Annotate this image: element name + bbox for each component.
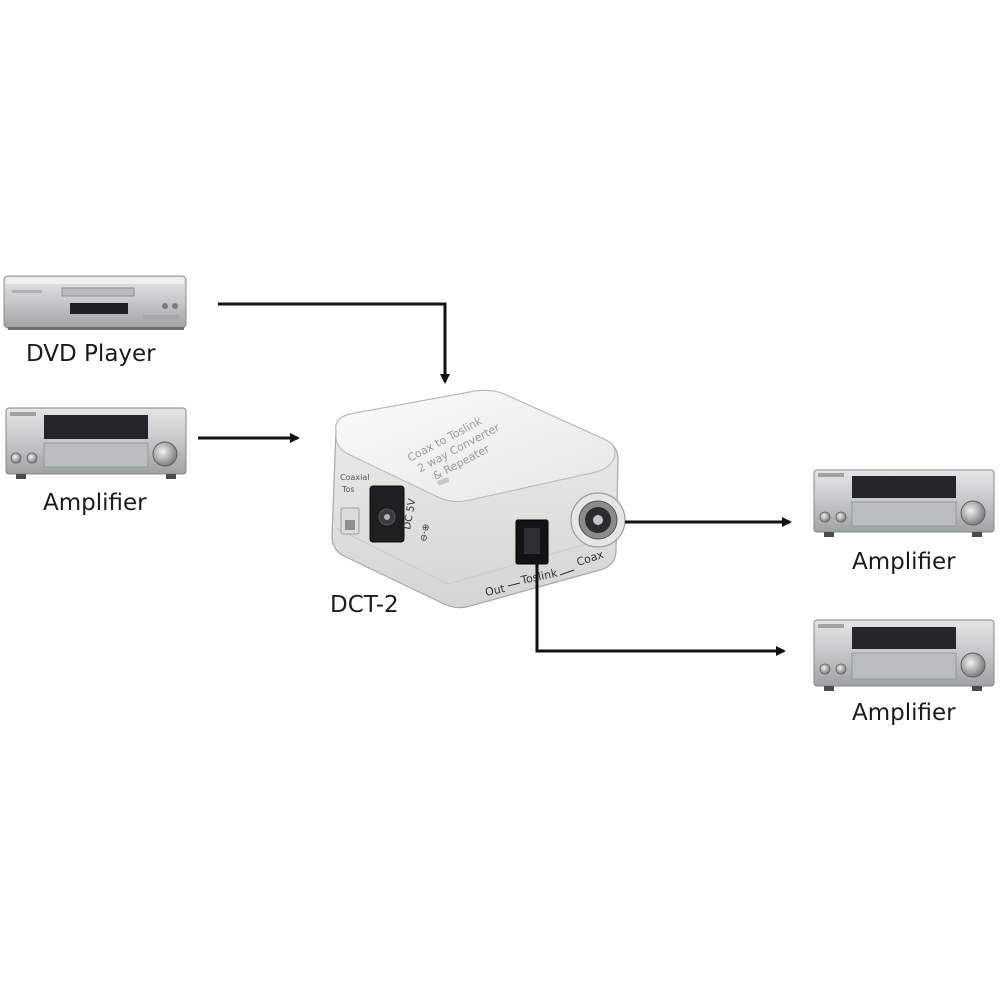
amplifier-source-label: Amplifier — [43, 490, 147, 516]
svg-text:⊖·⊕: ⊖·⊕ — [419, 523, 432, 542]
amplifier-icon — [5, 407, 187, 479]
amplifier-out-2-label: Amplifier — [852, 700, 956, 726]
switch-label-coaxial: Coaxial — [340, 473, 369, 482]
converter-label: DCT-2 — [330, 592, 399, 618]
dvd-player-label: DVD Player — [26, 341, 156, 367]
amplifier-icon — [813, 619, 995, 691]
amplifier-out-1-label: Amplifier — [852, 549, 956, 575]
switch-label-tos: Tos — [341, 485, 355, 494]
dvd-player-icon — [3, 275, 187, 330]
converter-box-icon: Coax to Toslink 2 way Converter & Repeat… — [331, 389, 626, 609]
power-label: DC 5V — [402, 498, 418, 531]
arrow-icon — [535, 562, 786, 656]
port-label-out: Out — [484, 582, 507, 599]
arrow-icon — [218, 302, 450, 384]
amplifier-icon — [813, 469, 995, 537]
